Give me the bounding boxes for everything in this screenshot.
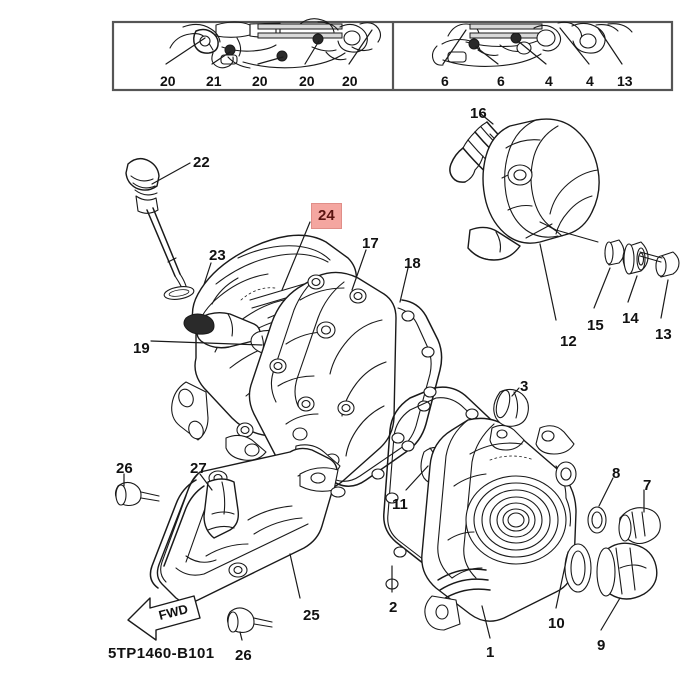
- fwd-arrow-label: FWD: [157, 601, 189, 623]
- callout-main-13: 13: [655, 326, 672, 343]
- callout-main-24[interactable]: 24: [311, 203, 342, 229]
- callout-main-2: 2: [389, 599, 398, 616]
- part-3-dowel: [493, 387, 529, 427]
- callout-main-26a: 26: [116, 460, 133, 477]
- callout-inset-left-21: 21: [206, 73, 222, 89]
- callout-main-19: 19: [133, 340, 150, 357]
- fwd-arrow: FWD: [127, 595, 201, 641]
- callout-inset-right-13i: 13: [617, 73, 633, 89]
- callout-main-1: 1: [486, 644, 495, 661]
- callout-main-8: 8: [612, 465, 621, 482]
- callout-main-9: 9: [597, 637, 606, 654]
- callout-inset-left-20b: 20: [252, 73, 268, 89]
- part-22-dipstick: [125, 157, 191, 289]
- callout-inset-right-6a: 6: [441, 73, 449, 89]
- callout-main-10: 10: [548, 615, 565, 632]
- callout-inset-right-6b: 6: [497, 73, 505, 89]
- callout-main-14: 14: [622, 310, 639, 327]
- callout-main-7: 7: [643, 477, 652, 494]
- part-10-oring: [555, 543, 592, 609]
- callout-inset-right-4b: 4: [586, 73, 594, 89]
- part-26-bolt-upper: [114, 473, 160, 507]
- callout-main-3: 3: [520, 378, 529, 395]
- diagram-part-number: 5TP1460-B101: [108, 645, 215, 662]
- part-1-right-cover: [421, 417, 577, 639]
- part-26-bolt-lower: [226, 607, 273, 641]
- callout-main-27: 27: [190, 460, 207, 477]
- callout-inset-left-20d: 20: [342, 73, 358, 89]
- callout-main-17: 17: [362, 235, 379, 252]
- callout-main-25: 25: [303, 607, 320, 624]
- callout-main-12: 12: [560, 333, 577, 350]
- callout-main-23: 23: [209, 247, 226, 264]
- callout-inset-left-20a: 20: [160, 73, 176, 89]
- part-7-cap: [618, 489, 661, 545]
- part-14-bushing: [622, 241, 649, 303]
- callout-inset-right-4a: 4: [545, 73, 553, 89]
- part-8-oring: [587, 477, 614, 534]
- callout-inset-left-20c: 20: [299, 73, 315, 89]
- part-27-bracket: [199, 473, 240, 539]
- part-18-gasket: [317, 267, 443, 487]
- inset-right-artwork: [431, 21, 633, 67]
- callout-main-11: 11: [392, 496, 408, 513]
- part-12-cover: [467, 118, 600, 321]
- part-25-guard: [149, 447, 346, 604]
- part-15-collar: [593, 239, 625, 309]
- callout-main-16: 16: [470, 105, 487, 122]
- part-13-bolt: [639, 251, 680, 319]
- callout-main-15: 15: [587, 317, 604, 334]
- callout-main-18: 18: [404, 255, 421, 272]
- callout-main-22: 22: [193, 154, 210, 171]
- callout-main-26b: 26: [235, 647, 252, 664]
- inset-left-artwork: [165, 18, 382, 69]
- inset-frame: [111, 20, 674, 92]
- part-9-cap: [596, 542, 658, 631]
